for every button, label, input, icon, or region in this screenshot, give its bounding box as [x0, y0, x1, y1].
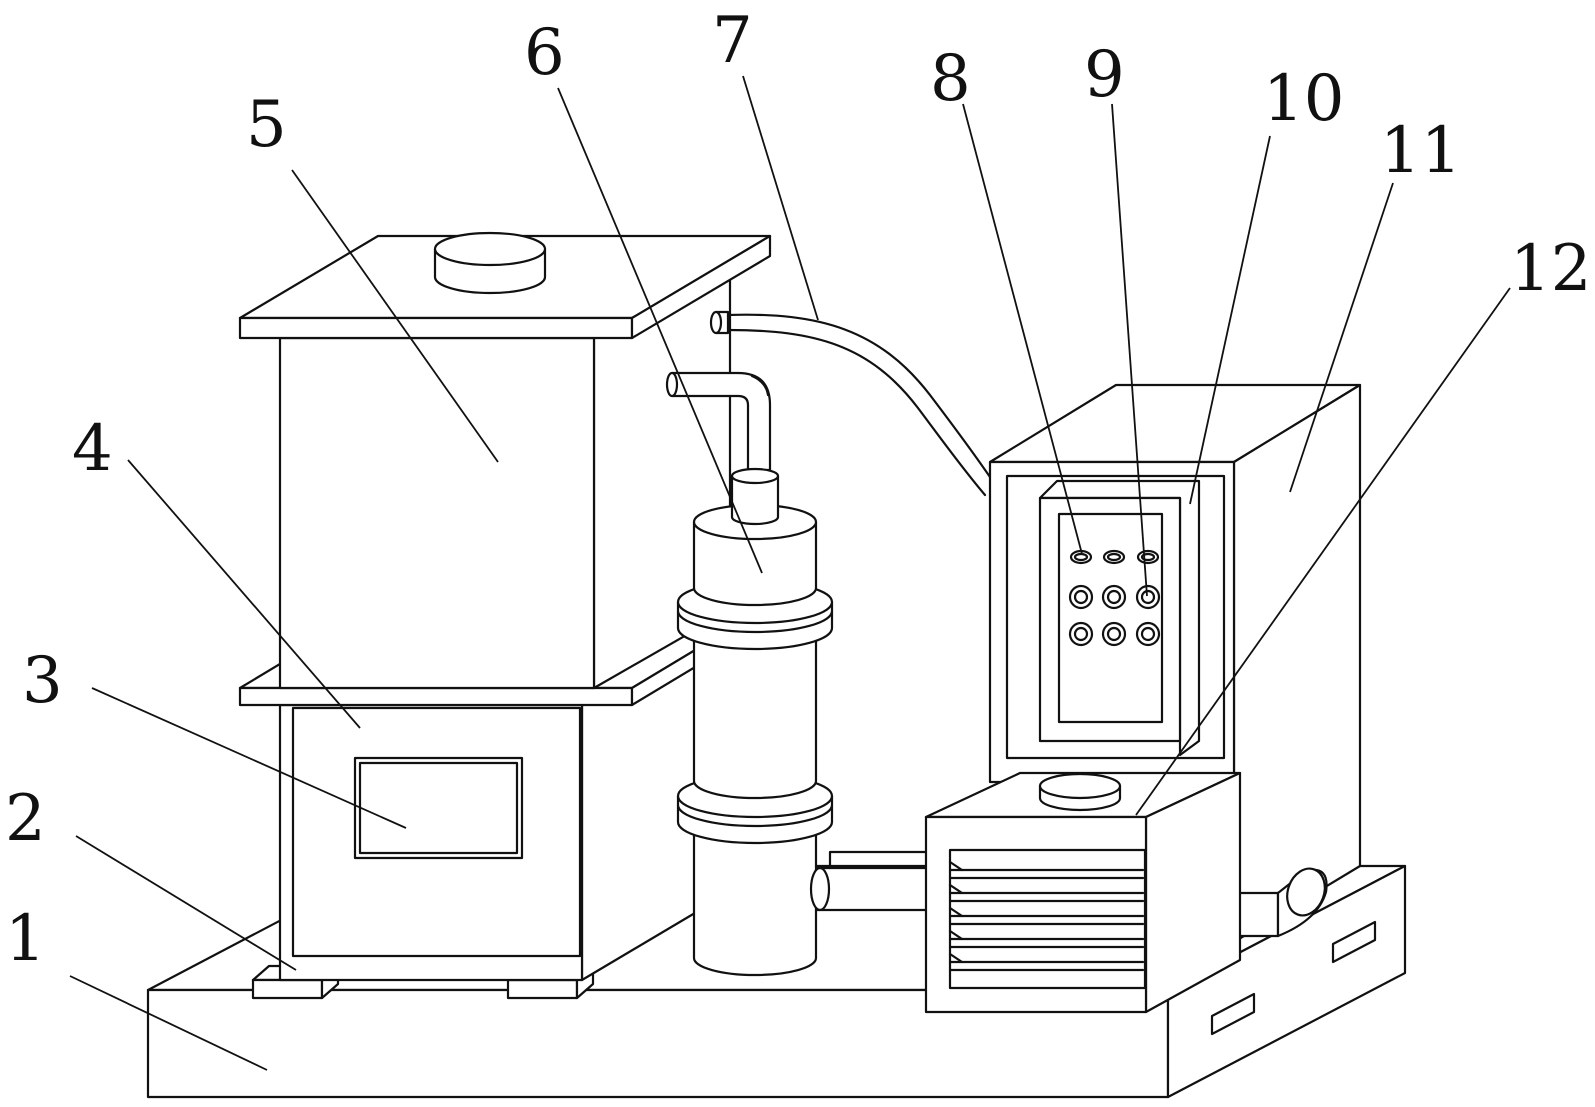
button-row-2 — [1068, 584, 1161, 610]
leader-lines — [69, 75, 1511, 1071]
reference-numerals: 1 2 3 4 5 6 7 8 9 10 11 12 — [5, 4, 1591, 976]
label-9: 9 — [1084, 38, 1125, 112]
label-8: 8 — [930, 42, 971, 116]
button-row-3 — [1068, 621, 1161, 647]
label-5: 5 — [246, 88, 287, 162]
label-6: 6 — [524, 16, 565, 90]
label-3: 3 — [22, 644, 63, 718]
label-4: 4 — [72, 412, 113, 486]
label-10: 10 — [1263, 62, 1344, 136]
label-7: 7 — [712, 4, 753, 78]
vent-louvers — [948, 860, 1145, 972]
label-12: 12 — [1510, 232, 1591, 306]
control-cabinet — [988, 383, 1362, 944]
label-2: 2 — [5, 782, 46, 856]
label-1: 1 — [5, 902, 46, 976]
top-plate — [238, 231, 772, 340]
hose — [709, 310, 994, 497]
filter-column — [676, 467, 930, 977]
lower-cabinet — [278, 635, 702, 982]
pump-unit — [924, 771, 1242, 1014]
label-11: 11 — [1380, 114, 1461, 188]
button-row-1 — [1069, 549, 1160, 565]
